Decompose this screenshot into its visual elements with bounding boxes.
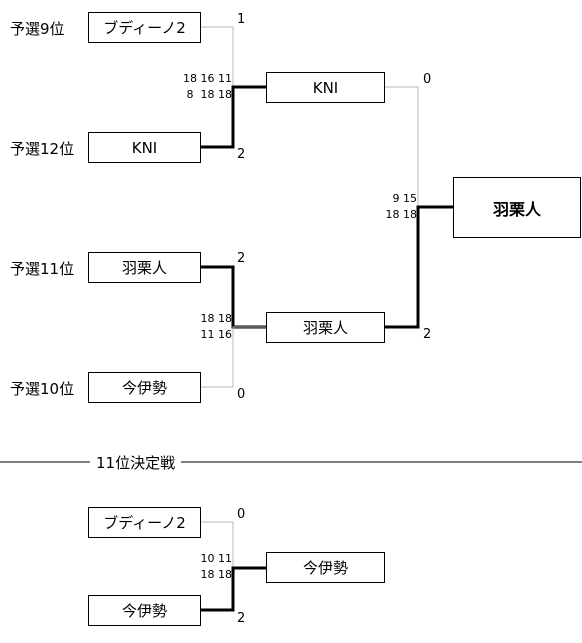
game-scores: 9 15 18 18: [386, 191, 418, 223]
line-r1-bottom-loser: [200, 326, 266, 388]
match-score: 2: [237, 147, 246, 162]
game-scores: 18 16 11 8 18 18: [183, 71, 232, 103]
game-scores-top: 18 16 11: [183, 72, 232, 85]
match-score: 2: [237, 251, 246, 266]
match-score: 0: [237, 507, 246, 522]
line-r1-top-winner: [200, 85, 266, 149]
champion-box: 羽栗人: [453, 177, 581, 238]
game-scores: 10 11 18 18: [201, 551, 233, 583]
seed-label: 予選11位: [10, 260, 75, 278]
team-box: KNI: [266, 72, 385, 103]
game-scores-bottom: 18 18: [385, 208, 418, 221]
game-scores: 18 18 11 16: [201, 311, 233, 343]
match-score: 1: [237, 12, 246, 27]
seed-label: 予選9位: [10, 20, 65, 38]
team-box: 羽栗人: [266, 312, 385, 343]
team-box: 羽栗人: [88, 252, 201, 283]
match-score: 0: [423, 72, 432, 87]
team-box: 今伊勢: [88, 372, 201, 403]
line-final-winner: [385, 205, 453, 329]
match-score: 2: [237, 611, 246, 626]
team-box: ブディーノ2: [88, 12, 201, 43]
team-box: 今伊勢: [88, 595, 201, 626]
section-title: 11位決定戦: [90, 452, 182, 473]
game-scores-bottom: 18 18: [200, 568, 233, 581]
team-box: KNI: [88, 132, 201, 163]
seed-label: 予選12位: [10, 140, 75, 158]
game-scores-top: 10 11: [200, 552, 233, 565]
game-scores-bottom: 8 18 18: [186, 88, 232, 101]
team-box: 今伊勢: [266, 552, 385, 583]
game-scores-top: 18 18: [200, 312, 233, 325]
seed-label: 予選10位: [10, 380, 75, 398]
line-final-loser: [385, 86, 453, 208]
match-score: 2: [423, 327, 432, 342]
team-box: ブディーノ2: [88, 507, 201, 538]
match-score: 0: [237, 387, 246, 402]
game-scores-top: 9 15: [392, 192, 418, 205]
game-scores-bottom: 11 16: [200, 328, 233, 341]
line-playoff-winner: [200, 566, 266, 612]
